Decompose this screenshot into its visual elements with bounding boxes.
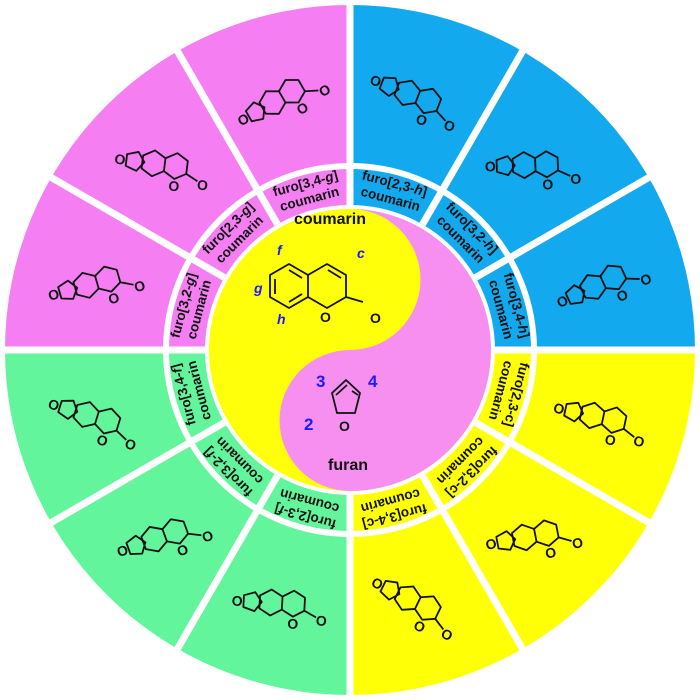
structure-furo-2-3-g: OOO [114, 149, 209, 195]
structure-furan-o: O [552, 399, 566, 417]
structure-furan-o: O [115, 541, 131, 560]
structure-furan-o: O [485, 158, 497, 174]
structure-furan-o: O [114, 151, 127, 168]
structure-furo-3-2-h: OOO [485, 150, 582, 192]
structure-carbonyl-o: O [570, 171, 582, 187]
structure-ring-o: O [106, 289, 121, 307]
furan-title: furan [328, 457, 368, 474]
position-h: h [277, 311, 286, 327]
structure-furo-3-2-c: OOO [484, 519, 585, 562]
structure-carbonyl-o: O [196, 176, 209, 193]
furan-position-3: 3 [316, 372, 325, 391]
furan-position-4: 4 [368, 372, 378, 391]
position-f: f [277, 242, 283, 258]
furan-o-atom: O [339, 418, 350, 434]
furan-position-2: 2 [304, 415, 313, 434]
segment-divider [473, 419, 655, 529]
structure-ring-o: O [603, 431, 617, 449]
segment-divider [473, 171, 655, 281]
structure-carbonyl-o: O [571, 534, 585, 552]
structure-furo-3-2-f: OOO [115, 518, 216, 560]
structure-furo-3-2-g: OOO [46, 265, 147, 307]
structure-ring-o: O [287, 615, 299, 632]
structure-furan-o: O [484, 535, 498, 553]
position-g: g [253, 280, 263, 296]
segment-divider [45, 419, 227, 529]
segment-divider [419, 473, 529, 655]
structure-furan-o: O [46, 395, 61, 414]
structure-ring-o: O [175, 541, 191, 560]
structure-furo-3-4-c: OOO [369, 574, 456, 644]
segment-divider [171, 45, 281, 227]
structure-carbonyl-o: O [123, 435, 138, 454]
center-yin-yang [205, 205, 495, 495]
center-pink-half [279, 209, 491, 491]
structure-carbonyl-o: O [200, 527, 216, 546]
position-c: c [357, 245, 365, 261]
structure-furan-o: O [46, 285, 61, 303]
segment-divider [419, 45, 529, 227]
coumarin-o-atom: O [320, 309, 331, 325]
structure-ring-o: O [542, 176, 554, 192]
structure-furo-2-3-h: OOO [368, 71, 458, 135]
structure-ring-o: O [95, 431, 110, 450]
structure-carbonyl-o: O [315, 612, 327, 629]
structure-furo-3-4-h: OOO [554, 264, 654, 311]
coumarin-structure: O O f g h c coumarin [253, 211, 381, 327]
structure-furan-o: O [231, 592, 243, 609]
structure-furo-3-4-f: OOO [46, 395, 138, 454]
structure-ring-o: O [168, 177, 181, 194]
furan-structure: O 3 4 2 furan [304, 372, 378, 474]
structure-ring-o: O [544, 544, 558, 562]
coumarin-carbonyl-o: O [370, 310, 381, 326]
structure-furo-2-3-f: OOO [231, 588, 327, 632]
structure-carbonyl-o: O [132, 277, 147, 295]
coumarin-title: coumarin [294, 211, 366, 228]
segment-divider [171, 473, 281, 655]
segment-divider [45, 171, 227, 281]
structure-furo-2-3-c: OOO [552, 399, 646, 450]
structure-carbonyl-o: O [632, 432, 646, 450]
